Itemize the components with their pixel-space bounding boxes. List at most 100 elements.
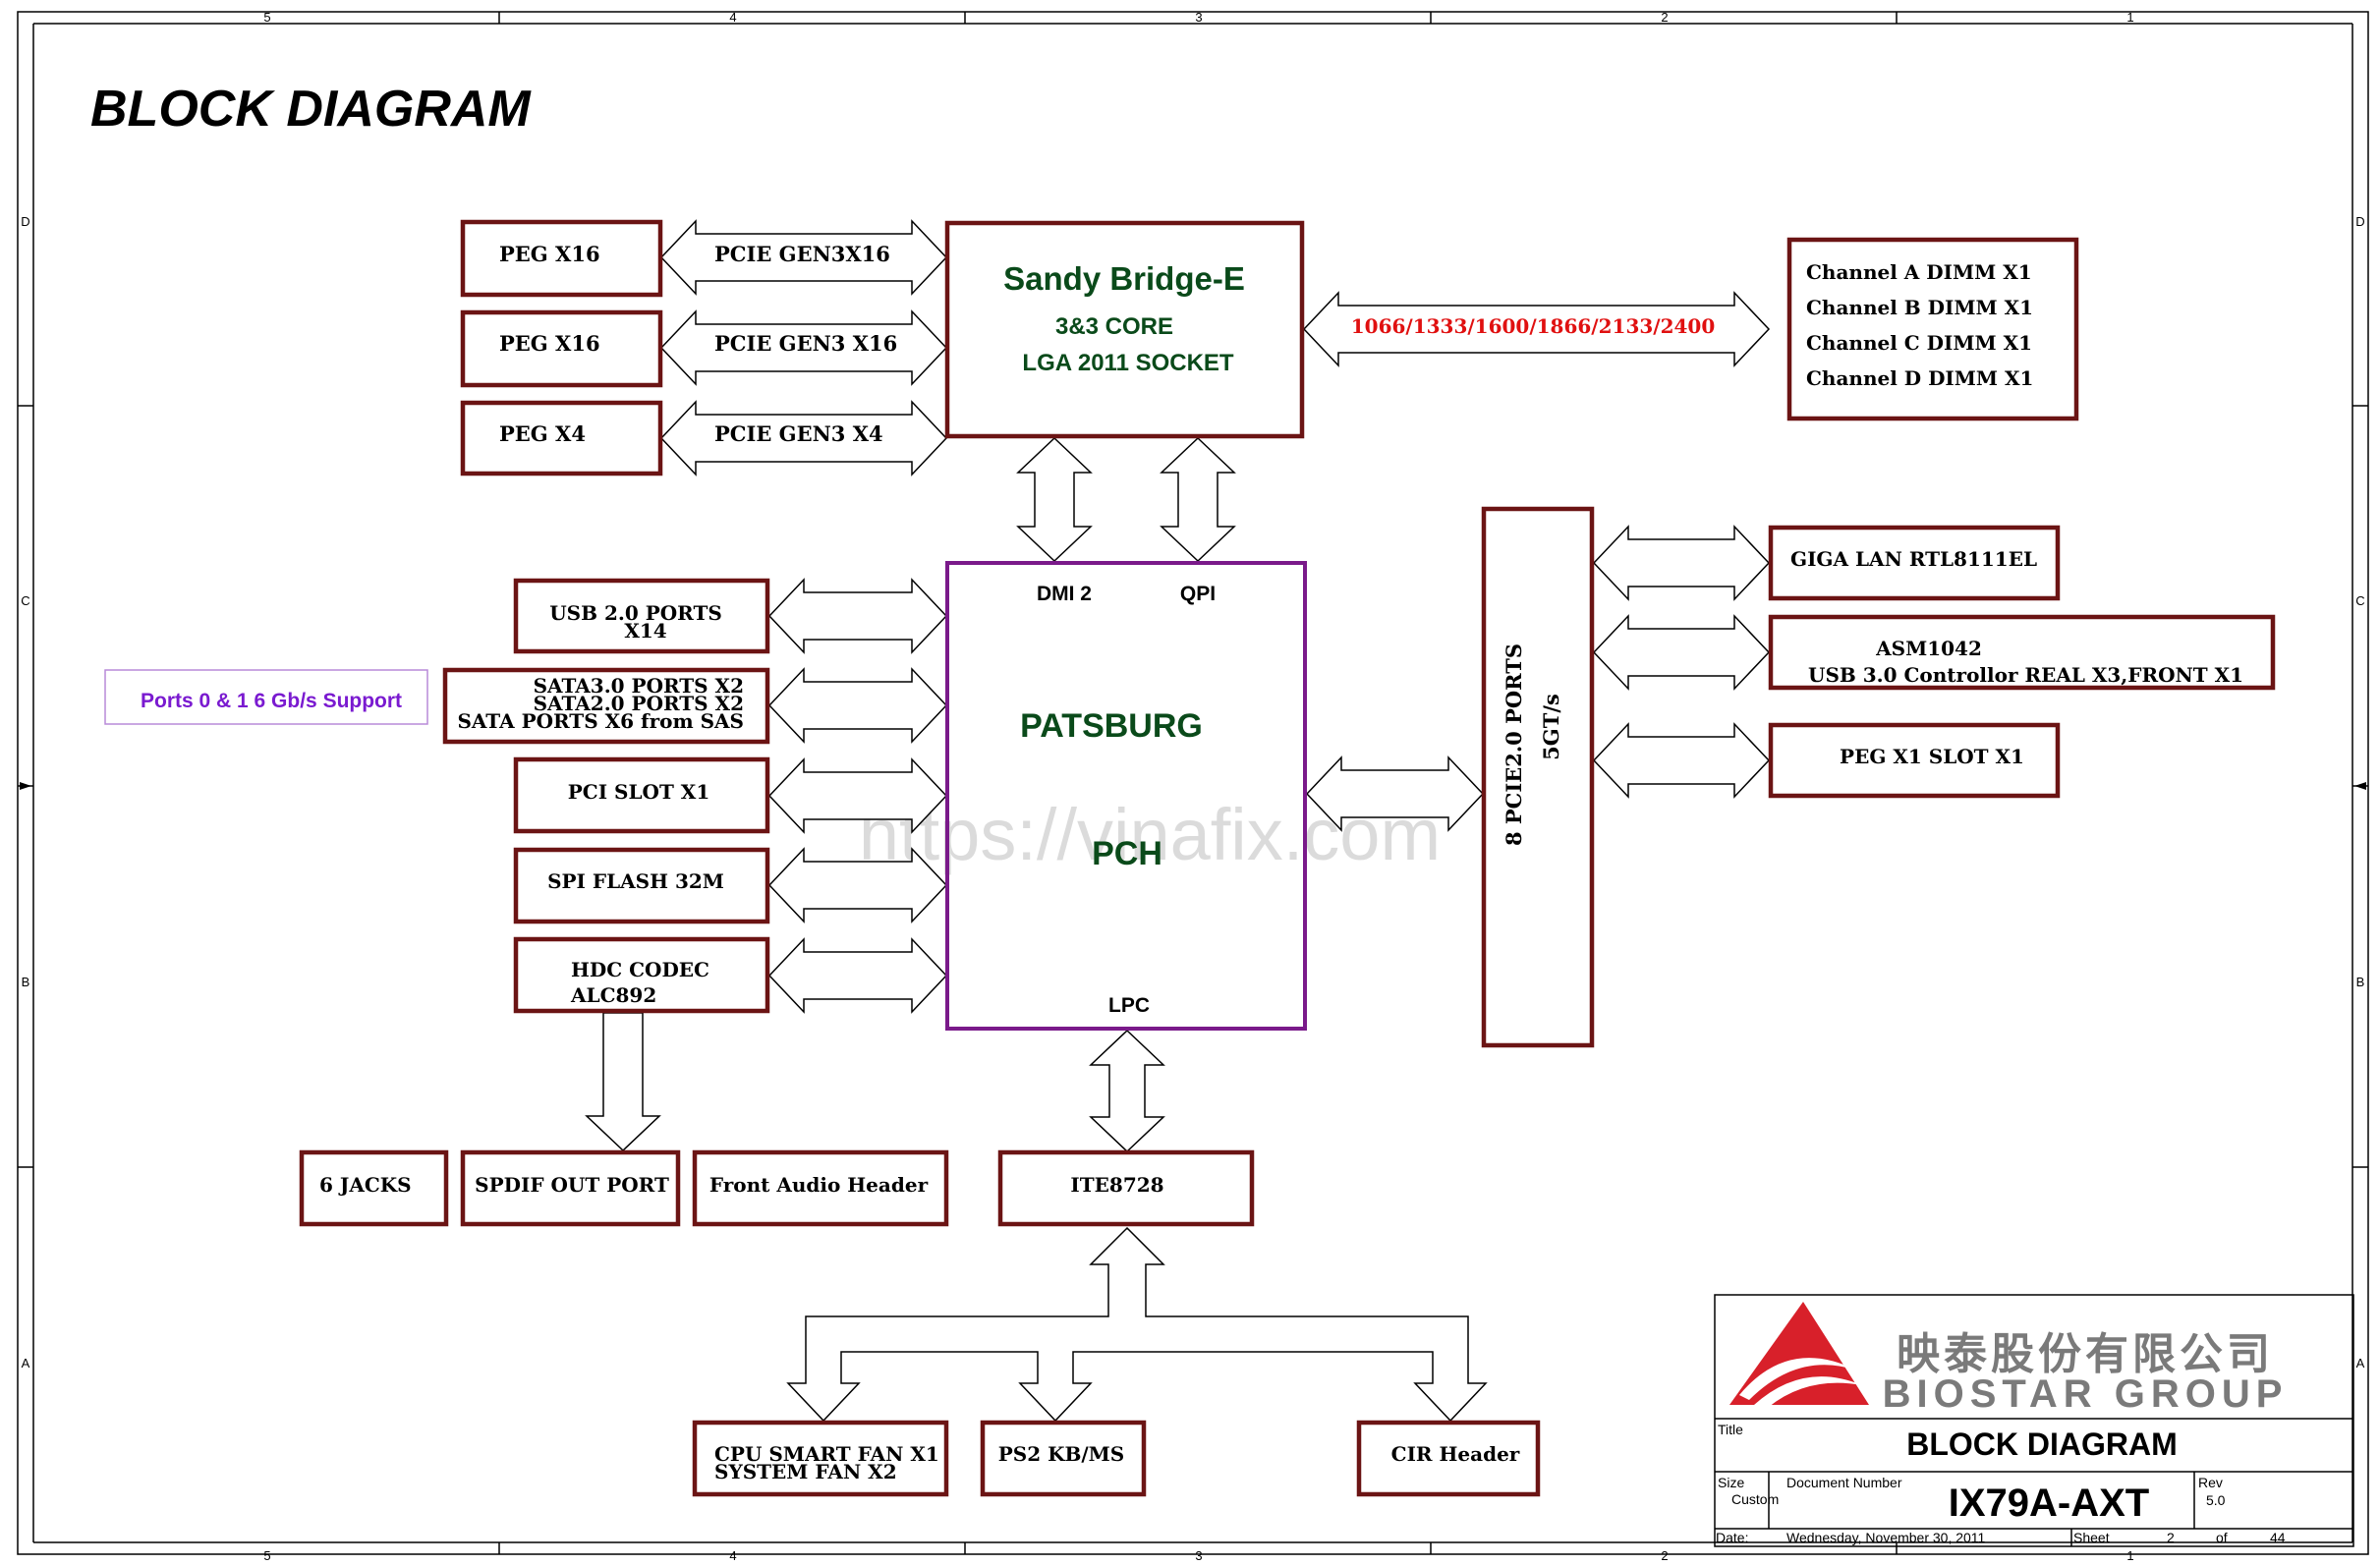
row-label: C (21, 593, 29, 608)
frame-labels: 5 4 3 2 1 5 4 3 2 1 D C B A D C B A (21, 10, 2364, 1563)
audio-arrow (585, 1012, 661, 1152)
peg-label: PEG X16 (499, 331, 600, 356)
logo-cn: 映泰股份有限公司 (1897, 1330, 2274, 1378)
cir-box (1356, 1420, 1541, 1497)
size-value: Custom (1731, 1491, 1779, 1507)
pcie-device-arrow (1592, 525, 1771, 601)
pcie-hub-box (1481, 506, 1595, 1048)
memory-channel: Channel B DIMM X1 (1806, 296, 2033, 319)
document-number: IX79A-AXT (1949, 1482, 2150, 1525)
fan-label: SYSTEM FAN X2 (714, 1460, 897, 1483)
sata-label: SATA PORTS X6 from SAS (457, 709, 744, 733)
date-value: Wednesday, November 30, 2011 (1786, 1530, 1986, 1545)
date-label: Date: (1716, 1530, 1748, 1545)
of-label: of (2216, 1530, 2228, 1545)
sheet-value: 2 (2167, 1530, 2175, 1545)
biostar-logo (1729, 1302, 1869, 1407)
rev-label: Rev (2198, 1475, 2223, 1490)
cpu-socket: LGA 2011 SOCKET (1022, 350, 1234, 376)
pch-box (945, 561, 1307, 1031)
memory-channel: Channel A DIMM X1 (1806, 260, 2032, 284)
total-sheets: 44 (2270, 1530, 2286, 1545)
usb-label: USB 2.0 PORTS (549, 601, 722, 625)
pch-device-arrow (767, 937, 948, 1014)
memory-speeds: 1066/1333/1600/1866/2133/2400 (1351, 314, 1716, 338)
pcie-device-arrow (1592, 614, 1771, 691)
lpc-arrow (1089, 1029, 1165, 1153)
cir-label: CIR Header (1391, 1442, 1520, 1466)
size-label: Size (1718, 1475, 1744, 1490)
qpi-label: QPI (1180, 583, 1216, 605)
cpu-name: Sandy Bridge-E (1003, 260, 1245, 297)
docnum-label: Document Number (1786, 1475, 1902, 1490)
hdc-label: ALC892 (570, 983, 656, 1007)
peg-x1-box (1768, 722, 2061, 799)
row-label: A (22, 1356, 30, 1370)
titleblock-title: BLOCK DIAGRAM (1906, 1426, 2178, 1462)
col-label: 1 (2126, 10, 2133, 25)
qpi-arrow (1160, 436, 1236, 563)
ite-bus-arrow (786, 1226, 1488, 1423)
jacks-box (299, 1149, 449, 1227)
ps2-box (980, 1420, 1147, 1497)
spi-box (513, 847, 770, 924)
center-marks (20, 782, 2366, 790)
ports-note-box (104, 669, 428, 725)
memory-channel: Channel C DIMM X1 (1806, 331, 2032, 355)
cpu-cores: 3&3 CORE (1055, 313, 1173, 340)
hdc-label: HDC CODEC (571, 958, 709, 981)
pch-device-arrow (767, 667, 948, 744)
sata-label: SATA2.0 PORTS X2 (534, 692, 744, 715)
pcie-hub-label: 8 PCIE2.0 PORTS (1502, 643, 1526, 846)
col-label: 5 (263, 10, 270, 25)
sata-box (442, 667, 770, 745)
row-label: B (2356, 975, 2365, 989)
pcie-link-label: PCIE GEN3X16 (714, 242, 890, 266)
peg-box (460, 219, 663, 298)
col-label: 2 (1661, 1548, 1668, 1563)
asm-label: USB 3.0 Controllor REAL X3,FRONT X1 (1808, 663, 2243, 687)
peg-x1-label: PEG X1 SLOT X1 (1840, 745, 2024, 768)
col-label: 4 (729, 10, 736, 25)
dmi-label: DMI 2 (1037, 583, 1092, 605)
pcie-device-arrow (1592, 722, 1771, 799)
col-label: 2 (1661, 10, 1668, 25)
spi-label: SPI FLASH 32M (547, 869, 724, 893)
ports-note: Ports 0 & 1 6 Gb/s Support (141, 690, 402, 712)
pch-name: PATSBURG (1020, 707, 1203, 745)
usb-box (513, 578, 770, 654)
row-label: B (22, 975, 30, 989)
peg-box (460, 400, 663, 476)
pcie-hub-label: 5GT/s (1539, 694, 1563, 760)
spdif-box (460, 1149, 681, 1227)
pci-label: PCI SLOT X1 (568, 780, 709, 804)
memory-box (1786, 237, 2079, 421)
logo-en: BIOSTAR GROUP (1883, 1372, 2289, 1416)
lan-label: GIGA LAN RTL8111EL (1790, 547, 2037, 571)
pcie-link-label: PCIE GEN3 X16 (714, 331, 897, 356)
ite-box (997, 1149, 1255, 1227)
cpu-box (944, 220, 1305, 439)
col-label: 5 (263, 1548, 270, 1563)
col-label: 4 (729, 1548, 736, 1563)
usb-label: X14 (624, 619, 666, 643)
front-audio-label: Front Audio Header (709, 1173, 929, 1197)
dmi-arrow (1016, 436, 1093, 563)
sheet-label: Sheet (2073, 1530, 2110, 1545)
row-label: A (2356, 1356, 2365, 1370)
fan-label: CPU SMART FAN X1 (714, 1442, 939, 1466)
fan-box (692, 1420, 949, 1497)
peg-label: PEG X16 (499, 242, 600, 266)
title-label: Title (1718, 1422, 1743, 1437)
title-block (1714, 1294, 2354, 1547)
pch-device-arrow (767, 578, 948, 654)
page-title: BLOCK DIAGRAM (90, 81, 532, 138)
col-label: 1 (2126, 1548, 2133, 1563)
spdif-label: SPDIF OUT PORT (475, 1173, 669, 1197)
row-label: D (2355, 214, 2364, 229)
drawing-frame (17, 11, 2369, 1555)
memory-arrow (1302, 291, 1771, 367)
row-label: C (2355, 593, 2364, 608)
col-label: 3 (1195, 1548, 1202, 1563)
